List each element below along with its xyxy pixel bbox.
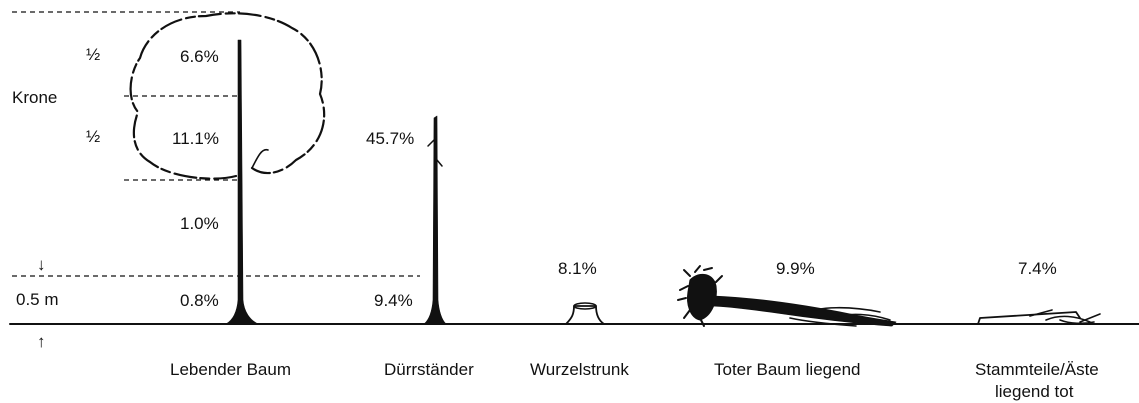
living-tree-crown-lower-pct: 11.1% bbox=[172, 129, 219, 148]
root-plate bbox=[677, 265, 723, 327]
snag-illustration bbox=[423, 115, 447, 325]
snag-branch-stub bbox=[427, 139, 443, 167]
snag-upper-pct: 45.7% bbox=[366, 129, 414, 148]
stump-top bbox=[573, 302, 597, 310]
living-tree-stem-pct: 1.0% bbox=[180, 214, 219, 233]
half-upper-label: ½ bbox=[86, 45, 100, 64]
dead-tree-pct: 9.9% bbox=[776, 259, 815, 278]
dead-tree-label: Toter Baum liegend bbox=[714, 360, 860, 379]
pieces-label-line1: Stammteile/Äste bbox=[975, 360, 1099, 379]
stump-illustration bbox=[565, 302, 605, 325]
root-plate-mass bbox=[687, 273, 717, 321]
height-label: 0.5 m bbox=[16, 290, 59, 309]
pieces-label-line2: liegend tot bbox=[995, 382, 1074, 401]
arrow-up-icon: ↑ bbox=[37, 332, 46, 351]
living-tree-base-pct: 0.8% bbox=[180, 291, 219, 310]
half-lower-label: ½ bbox=[86, 127, 100, 146]
tree-crown-gap bbox=[251, 148, 269, 169]
stump-pct: 8.1% bbox=[558, 259, 597, 278]
living-tree-label: Lebender Baum bbox=[170, 360, 291, 379]
tree-crown-outline bbox=[129, 12, 326, 180]
living-tree-trunk bbox=[225, 39, 259, 325]
pieces-pct: 7.4% bbox=[1018, 259, 1057, 278]
living-tree-illustration bbox=[129, 12, 326, 325]
stump-shape bbox=[565, 305, 605, 325]
pieces-illustration bbox=[977, 309, 1101, 325]
living-tree-crown-upper-pct: 6.6% bbox=[180, 47, 219, 66]
crown-label: Krone bbox=[12, 88, 57, 107]
lying-branches bbox=[1029, 309, 1101, 325]
fallen-branches bbox=[789, 306, 891, 327]
snag-base-pct: 9.4% bbox=[374, 291, 413, 310]
snag-trunk bbox=[423, 115, 447, 325]
snag-label: Dürrständer bbox=[384, 360, 474, 379]
dead-tree-illustration bbox=[677, 265, 897, 327]
arrow-down-icon: ↓ bbox=[37, 255, 46, 274]
fallen-trunk bbox=[711, 295, 897, 327]
stump-label: Wurzelstrunk bbox=[530, 360, 629, 379]
lying-log bbox=[977, 311, 1081, 325]
